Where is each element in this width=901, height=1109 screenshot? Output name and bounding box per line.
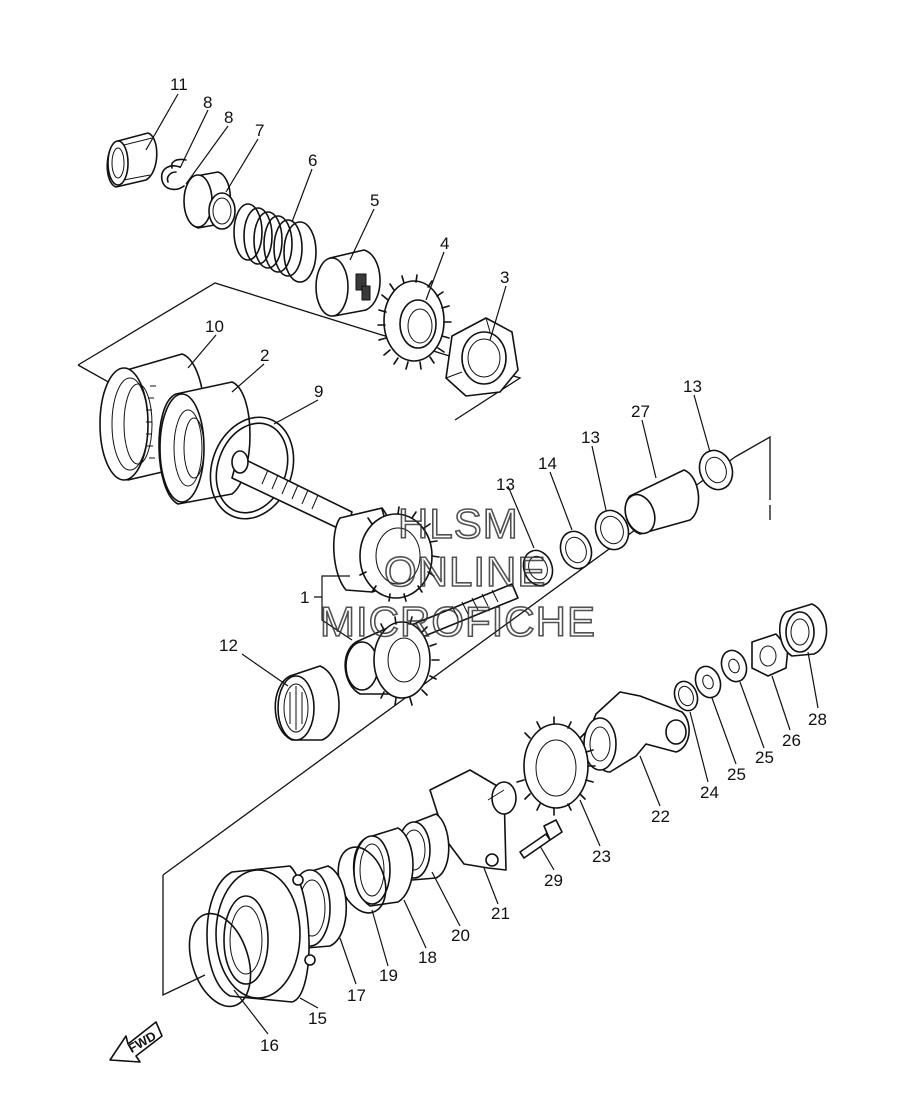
callout-25-right: 25 <box>755 748 774 767</box>
callout-26: 26 <box>782 731 801 750</box>
callout-18: 18 <box>418 948 437 967</box>
callout-12: 12 <box>219 636 238 655</box>
watermark: HLSM ONLINE MICROFICHE <box>319 499 596 646</box>
callout-25-left: 25 <box>727 765 746 784</box>
callout-24: 24 <box>700 783 719 802</box>
callout-13-left: 13 <box>496 475 515 494</box>
callout-4: 4 <box>440 234 449 253</box>
callout-17: 17 <box>347 986 366 1005</box>
callout-29: 29 <box>544 871 563 890</box>
part-6-spring <box>233 203 317 283</box>
part-5-dog-clutch <box>315 249 381 317</box>
part-22-yoke <box>583 691 690 773</box>
watermark-line-2: ONLINE <box>384 548 546 595</box>
callout-27: 27 <box>631 402 650 421</box>
part-15-housing <box>206 865 316 1003</box>
callout-19: 19 <box>379 966 398 985</box>
callout-8-upper: 8 <box>203 93 212 112</box>
callout-8-lower: 8 <box>224 108 233 127</box>
callout-1: 1 <box>300 588 309 607</box>
callout-22: 22 <box>651 807 670 826</box>
callout-16: 16 <box>260 1036 279 1055</box>
part-11-needle-bearing <box>106 132 158 188</box>
callout-numbers: 11 8 8 7 6 5 4 3 10 2 9 1 12 13 14 13 27… <box>170 75 827 1055</box>
callout-7: 7 <box>255 121 264 140</box>
callout-14: 14 <box>538 454 557 473</box>
part-12-needle-bearing <box>274 665 340 741</box>
callout-5: 5 <box>370 191 379 210</box>
part-24-28-washers-nut-seal <box>673 603 828 712</box>
callout-11: 11 <box>170 75 188 94</box>
watermark-line-3: MICROFICHE <box>320 598 596 645</box>
callout-21: 21 <box>491 904 510 923</box>
callout-28: 28 <box>808 710 827 729</box>
part-2-ball-bearing <box>158 381 251 505</box>
fwd-arrow-icon: FWD <box>109 1021 163 1063</box>
callout-10: 10 <box>205 317 224 336</box>
callout-6: 6 <box>308 151 317 170</box>
callout-20: 20 <box>451 926 470 945</box>
leader-lines <box>145 93 819 1035</box>
part-23-gear <box>516 716 596 816</box>
callout-2: 2 <box>260 346 269 365</box>
part-3-nut <box>445 317 519 397</box>
part-7-washer <box>183 171 236 230</box>
callout-13-right: 13 <box>683 377 702 396</box>
callout-13-middle: 13 <box>581 428 600 447</box>
callout-23: 23 <box>592 847 611 866</box>
part-29-bolt <box>519 819 563 859</box>
part-16-o-ring <box>188 912 252 1008</box>
callout-9: 9 <box>314 382 323 401</box>
part-4-gear <box>377 274 452 370</box>
part-13-14-27-spacers <box>522 449 734 587</box>
part-1-drive-shaft <box>231 450 519 706</box>
callout-3: 3 <box>500 268 509 287</box>
callout-15: 15 <box>308 1009 327 1028</box>
part-18-collar <box>352 827 414 907</box>
watermark-line-1: HLSM <box>398 500 519 547</box>
